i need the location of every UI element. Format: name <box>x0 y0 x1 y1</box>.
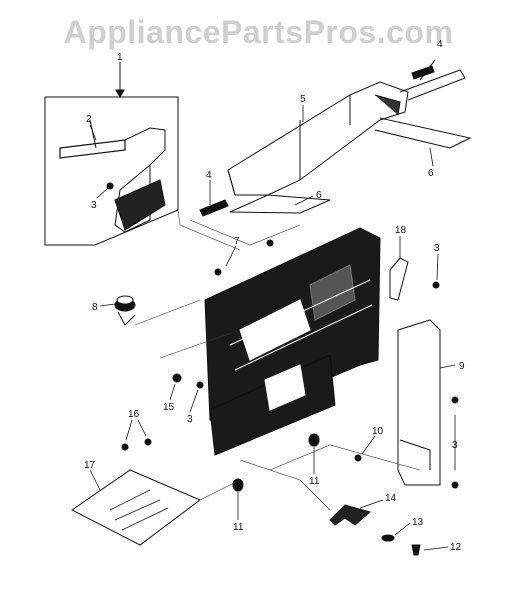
part-17-plate <box>71 469 201 546</box>
part-2-shaft <box>59 119 166 233</box>
part-5-arm <box>227 59 472 214</box>
part-8-pulley <box>114 295 136 326</box>
callout-11: 11 <box>233 522 244 533</box>
callout-3: 3 <box>187 414 193 425</box>
callout-6: 6 <box>428 168 434 179</box>
callout-10: 10 <box>372 426 384 437</box>
callout-labels: 1 2 3 4 4 5 6 6 7 8 18 3 9 15 3 3 10 11 … <box>84 39 465 553</box>
callout-9: 9 <box>459 361 465 372</box>
callout-18: 18 <box>395 225 407 236</box>
leader-lines <box>89 105 456 551</box>
part-12-screw <box>411 544 421 556</box>
part-14-bracket <box>329 504 372 526</box>
main-frame <box>204 227 381 456</box>
callout-11: 11 <box>309 476 320 487</box>
part-9-plate <box>397 319 441 486</box>
part-4-pins <box>199 65 435 217</box>
callout-15: 15 <box>163 402 175 413</box>
callout-3: 3 <box>91 200 97 211</box>
callout-8: 8 <box>92 302 98 313</box>
callout-3: 3 <box>434 243 440 254</box>
callout-6: 6 <box>316 190 322 201</box>
callout-7: 7 <box>234 236 240 247</box>
part-1-box <box>44 62 179 246</box>
callout-4: 4 <box>437 39 443 50</box>
part-13-washer <box>381 534 395 542</box>
callout-1: 1 <box>117 52 123 63</box>
callout-2: 2 <box>86 114 92 125</box>
callout-13: 13 <box>412 517 424 528</box>
callout-16: 16 <box>128 409 140 420</box>
callout-14: 14 <box>385 493 397 504</box>
callout-12: 12 <box>450 542 462 553</box>
guide-lines <box>134 209 421 511</box>
watermark: AppliancePartsPros.com <box>63 14 454 50</box>
callout-17: 17 <box>84 460 96 471</box>
part-18-bracket <box>389 257 409 301</box>
callout-4: 4 <box>206 170 212 181</box>
callout-3: 3 <box>452 440 458 451</box>
callout-5: 5 <box>300 94 306 105</box>
